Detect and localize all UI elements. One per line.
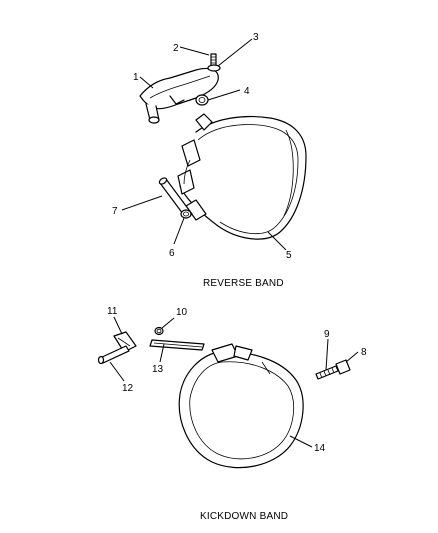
callout-9: 9: [324, 329, 330, 340]
band-anchor: [180, 209, 192, 219]
callout-14: 14: [314, 443, 326, 454]
leader-line-3: [217, 38, 253, 67]
kickdown-band-caption: KICKDOWN BAND: [200, 511, 288, 522]
leader-line-9: [325, 338, 329, 371]
reverse-band: [177, 113, 307, 240]
kickdown-lever-pin: [97, 345, 130, 365]
kickdown-adjusting-screw: [315, 365, 339, 380]
adjusting-stud: [210, 53, 217, 67]
leader-line-8: [345, 351, 359, 363]
leader-line-10: [161, 317, 175, 329]
leader-line-5: [267, 231, 287, 251]
callout-7: 7: [112, 206, 118, 217]
leader-line-4: [207, 89, 241, 101]
leader-line-14: [289, 435, 313, 448]
callout-6: 6: [169, 248, 175, 259]
callout-1: 1: [133, 72, 139, 83]
leader-line-1: [139, 76, 154, 89]
callout-4: 4: [244, 86, 250, 97]
lever-pin: [195, 94, 209, 106]
kickdown-roller: [154, 326, 164, 336]
leader-line-13: [159, 343, 165, 363]
kickdown-lock-nut: [335, 359, 351, 375]
reverse-band-lever: [139, 67, 219, 124]
kickdown-strut: [149, 339, 205, 351]
lock-nut: [207, 64, 221, 72]
kickdown-band-assembly: 8 9 10 11 12 13 14 KICKDOWN BAND: [97, 306, 367, 522]
callout-11: 11: [107, 306, 118, 317]
reverse-band-assembly: 1 2 3 4 5 6 7 REVERSE BAND: [112, 32, 307, 289]
callout-12: 12: [122, 383, 134, 394]
leader-line-6: [173, 217, 185, 245]
callout-13: 13: [152, 364, 164, 375]
reverse-band-caption: REVERSE BAND: [203, 278, 284, 289]
kickdown-band: [178, 343, 304, 469]
leader-line-7: [121, 195, 163, 211]
band-strut: [158, 177, 193, 219]
callout-10: 10: [176, 307, 188, 318]
callout-8: 8: [361, 347, 367, 358]
callout-2: 2: [173, 43, 179, 54]
leader-line-2: [179, 46, 210, 56]
leader-line-11: [113, 316, 123, 335]
leader-line-12: [109, 361, 125, 382]
callout-5: 5: [286, 250, 292, 261]
callout-3: 3: [253, 32, 259, 43]
